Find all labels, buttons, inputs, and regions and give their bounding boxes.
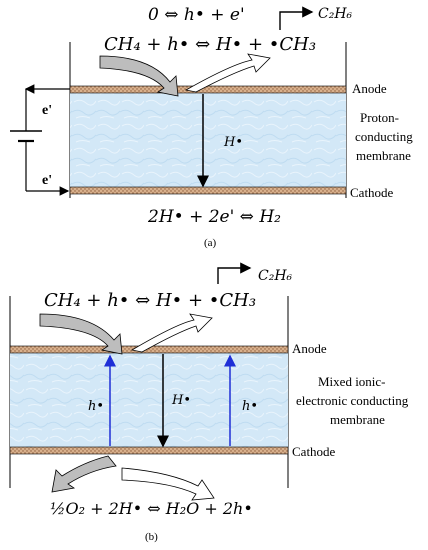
caption-a: (a) <box>204 237 217 249</box>
cathode-layer <box>69 186 347 195</box>
membrane <box>70 92 346 188</box>
eq-bottom: 2H• + 2e' ⇔ H₂ <box>147 207 281 227</box>
gray-arrow-in <box>99 55 179 97</box>
anode-layer <box>69 85 347 94</box>
product-arrow-b <box>217 262 252 284</box>
eq-product-b: C₂H₆ <box>258 268 293 284</box>
label-membrane-b-line3: membrane <box>330 412 385 427</box>
label-membrane-b-line2: electronic conducting <box>296 393 409 408</box>
panel-b: C₂H₆ CH₄ + h• ⇔ H• + •CH₃ h• H• h• Anode… <box>9 262 409 543</box>
white-arrow-out-b <box>130 313 213 353</box>
label-membrane-line2: conducting <box>355 129 413 144</box>
label-H-center: H• <box>171 393 191 408</box>
label-anode-b: Anode <box>292 341 327 356</box>
eq-main-b: CH₄ + h• ⇔ H• + •CH₃ <box>44 290 256 311</box>
label-cathode-b: Cathode <box>292 444 336 459</box>
label-h-right: h• <box>242 399 258 414</box>
eq-main: CH₄ + h• ⇔ H• + •CH₃ <box>104 34 316 55</box>
eq-top: 0 ⇔ h• + e' <box>148 5 245 25</box>
gray-arrow-bottom-b <box>51 455 117 493</box>
caption-b: (b) <box>145 531 158 543</box>
gray-arrow-in-b <box>39 313 123 355</box>
label-cathode: Cathode <box>350 185 394 200</box>
label-membrane-line3: membrane <box>356 148 411 163</box>
label-anode: Anode <box>352 81 387 96</box>
electron-bottom-label: e' <box>42 173 52 188</box>
membrane-b <box>10 352 288 448</box>
eq-product: C₂H₆ <box>318 6 353 22</box>
label-membrane-line1: Proton- <box>360 110 399 125</box>
eq-bottom-b: ½O₂ + 2H• ⇔ H₂O + 2h• <box>50 499 253 518</box>
label-species: H• <box>223 135 243 150</box>
cathode-layer-b <box>9 446 289 455</box>
label-membrane-b-line1: Mixed ionic- <box>318 374 386 389</box>
panel-a: 0 ⇔ h• + e' C₂H₆ CH₄ + h• ⇔ H• + •CH₃ H•… <box>10 5 413 249</box>
label-h-left: h• <box>88 399 104 414</box>
white-arrow-out <box>184 53 271 93</box>
electron-top-label: e' <box>42 103 52 118</box>
product-arrow <box>279 6 314 30</box>
white-arrow-bottom-b <box>121 467 215 501</box>
